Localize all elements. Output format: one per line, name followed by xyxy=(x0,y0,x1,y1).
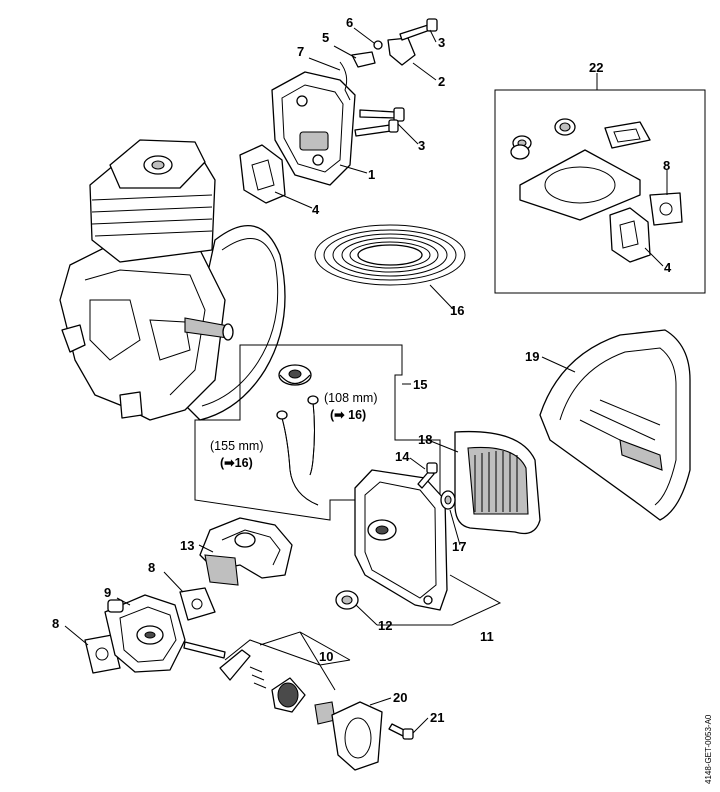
part-5-lever xyxy=(351,51,376,68)
part-1-manifold-plate xyxy=(271,71,356,186)
callout-5: 5 xyxy=(322,30,329,45)
callout-7: 7 xyxy=(297,44,304,59)
part-11-carburetor-box xyxy=(354,469,448,611)
part-14-screw xyxy=(417,462,438,489)
part-3-screw-upper xyxy=(399,18,438,41)
callout-19: 19 xyxy=(525,349,539,364)
callout-18: 18 xyxy=(418,432,432,447)
part-17-grommet xyxy=(440,490,456,510)
part-6-clip xyxy=(373,40,383,50)
callout-20: 20 xyxy=(393,690,407,705)
long-hose-ref: (➡16) xyxy=(220,456,253,470)
short-hose-ref-arrow: ➡ xyxy=(334,408,345,422)
engine-crankcase-illustration xyxy=(59,139,286,421)
callout-4-box: 4 xyxy=(664,260,672,275)
part-21-screw xyxy=(388,723,414,740)
callout-9: 9 xyxy=(104,585,111,600)
part-18-air-filter xyxy=(454,430,541,535)
part-16-coiled-hose xyxy=(314,224,466,286)
part-4-manifold-gasket xyxy=(239,144,286,204)
callout-labels: 1 2 3 3 4 4 5 6 7 8 8 8 9 10 11 12 13 14… xyxy=(52,15,672,725)
callout-10: 10 xyxy=(319,649,333,664)
callout-15: 15 xyxy=(413,377,427,392)
part-13-carburetor-holder xyxy=(199,517,293,586)
callout-12: 12 xyxy=(378,618,392,633)
part-20-housing xyxy=(331,701,383,771)
long-hose-length: (155 mm) xyxy=(210,439,263,453)
part-8-gasket-left xyxy=(84,634,121,674)
callout-22: 22 xyxy=(589,60,603,75)
callout-2: 2 xyxy=(438,74,445,89)
callout-14: 14 xyxy=(395,449,410,464)
part-12-grommet xyxy=(335,590,359,610)
callout-8-mid: 8 xyxy=(148,560,155,575)
callout-21: 21 xyxy=(430,710,444,725)
part-8-gasket-mid xyxy=(179,587,216,621)
long-hose-ref-arrow: ➡ xyxy=(224,456,235,470)
part-7-choke-rod xyxy=(339,61,351,101)
callout-8-box: 8 xyxy=(663,158,670,173)
callout-11: 11 xyxy=(480,629,494,644)
document-id: 4148-GET-0053-A0 xyxy=(704,714,713,784)
short-hose-ref: (➡ 16) xyxy=(330,408,366,422)
callout-4-upper: 4 xyxy=(312,202,320,217)
callout-6: 6 xyxy=(346,15,353,30)
part-2-bracket xyxy=(387,37,416,66)
part-3-screw-lower xyxy=(354,107,405,137)
short-hose-ref-number: 16 xyxy=(348,408,362,422)
part-22-gasket-set-box xyxy=(494,89,706,294)
callout-13: 13 xyxy=(180,538,194,553)
leader-lines xyxy=(64,27,668,734)
callout-16: 16 xyxy=(450,303,464,318)
long-hose-ref-number: 16 xyxy=(235,456,249,470)
part-10-throttle-parts xyxy=(219,649,336,725)
callout-3-lower: 3 xyxy=(418,138,425,153)
hose-length-notes: (108 mm) (➡ 16) (155 mm) (➡16) xyxy=(210,391,377,470)
part-9-carburetor xyxy=(104,594,226,673)
short-hose-length: (108 mm) xyxy=(324,391,377,405)
callout-1: 1 xyxy=(368,167,375,182)
part-19-air-filter-cover xyxy=(539,329,691,521)
callout-17: 17 xyxy=(452,539,466,554)
callout-3-upper: 3 xyxy=(438,35,445,50)
callout-8-left: 8 xyxy=(52,616,59,631)
